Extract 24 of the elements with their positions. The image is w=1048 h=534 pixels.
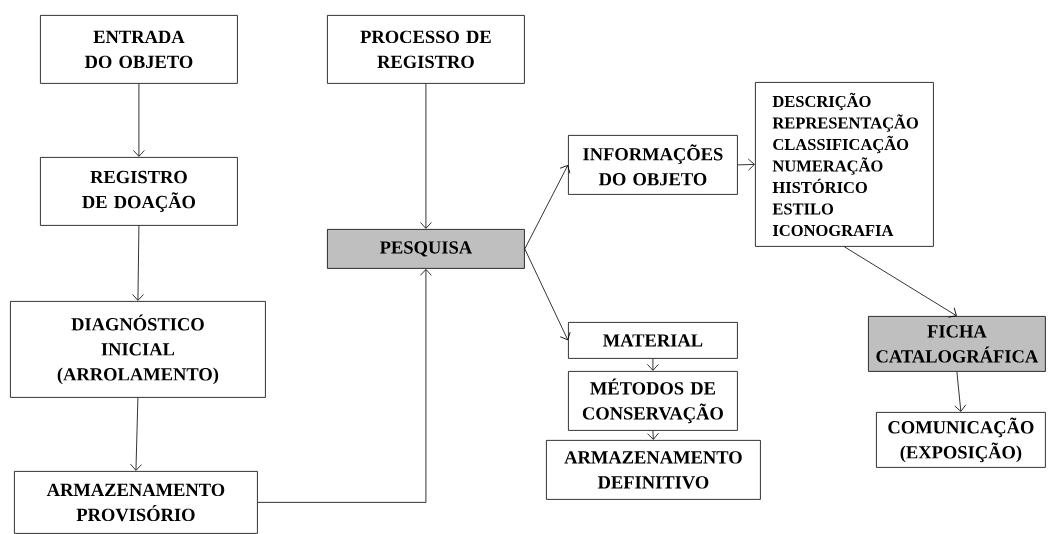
process-box: FICHA CATALOGRÁFICA <box>868 316 1046 372</box>
arrow <box>524 165 571 250</box>
process-box: PESQUISA <box>327 229 525 269</box>
arrow <box>737 158 755 171</box>
process-box: DIAGNÓSTICO INICIAL (ARROLAMENTO) <box>10 301 266 398</box>
arrow <box>524 248 571 341</box>
arrow <box>844 246 957 318</box>
process-box: MATERIAL <box>568 322 738 359</box>
process-box: PROCESSO DE REGISTRO <box>327 15 525 84</box>
arrow <box>257 269 432 503</box>
arrow <box>132 225 144 301</box>
process-box: ARMAZENAMENTO PROVISÓRIO <box>14 471 258 534</box>
arrow <box>420 83 432 229</box>
process-box: REGISTRO DE DOAÇÃO <box>40 157 238 226</box>
arrow <box>133 83 145 157</box>
process-box: COMUNICAÇÃO (EXPOSIÇÃO) <box>876 412 1046 468</box>
arrow <box>647 358 659 371</box>
process-box: INFORMAÇÕES DO OBJETO <box>568 135 738 195</box>
process-box: ENTRADA DO OBJETO <box>40 15 238 84</box>
arrow <box>954 371 967 412</box>
process-box: ARMAZENAMENTO DEFINITIVO <box>546 440 761 500</box>
arrow <box>130 397 142 471</box>
list-box: DESCRIÇÃO REPRESENTAÇÃO CLASSIFICAÇÃO NUMERAÇÃO HISTÓRICO ESTILO ICONOGRAFIA <box>755 82 934 247</box>
process-box: MÉTODOS DE CONSERVAÇÃO <box>568 371 738 431</box>
